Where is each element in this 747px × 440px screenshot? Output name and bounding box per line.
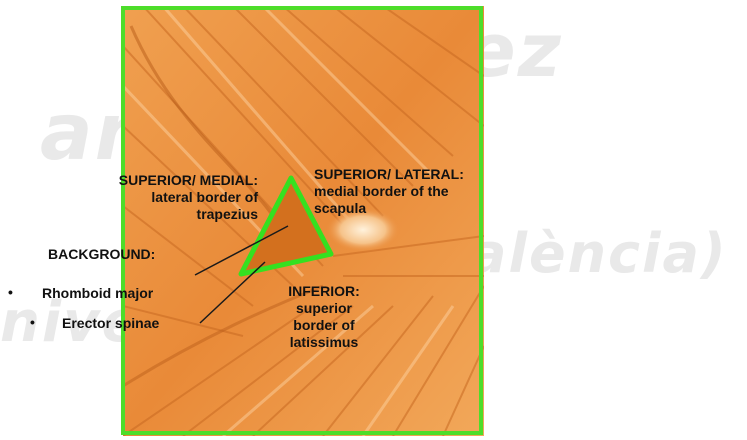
superior-medial-heading: SUPERIOR/ MEDIAL: [74, 172, 258, 189]
superior-lateral-line-1: medial border of the [314, 183, 464, 200]
inferior-heading: INFERIOR: [268, 283, 380, 300]
superior-lateral-label: SUPERIOR/ LATERAL: medial border of the … [314, 166, 464, 217]
bullet-icon: • [30, 314, 35, 330]
bullet-icon: • [8, 284, 13, 300]
inferior-label: INFERIOR: superior border of latissimus [268, 283, 380, 351]
superior-medial-label: SUPERIOR/ MEDIAL: lateral border of trap… [74, 172, 258, 223]
inferior-line-1: superior [268, 300, 380, 317]
superior-medial-line-2: trapezius [74, 206, 258, 223]
superior-lateral-heading: SUPERIOR/ LATERAL: [314, 166, 464, 183]
inferior-line-3: latissimus [268, 334, 380, 351]
superior-lateral-line-2: scapula [314, 200, 464, 217]
pointer-line-erector [200, 262, 265, 323]
background-item-erector: Erector spinae [62, 315, 159, 332]
background-item-rhomboid: Rhomboid major [42, 285, 153, 302]
background-heading: BACKGROUND: [48, 246, 155, 263]
inferior-line-2: border of [268, 317, 380, 334]
superior-medial-line-1: lateral border of [74, 189, 258, 206]
pointer-line-rhomboid [195, 226, 288, 275]
